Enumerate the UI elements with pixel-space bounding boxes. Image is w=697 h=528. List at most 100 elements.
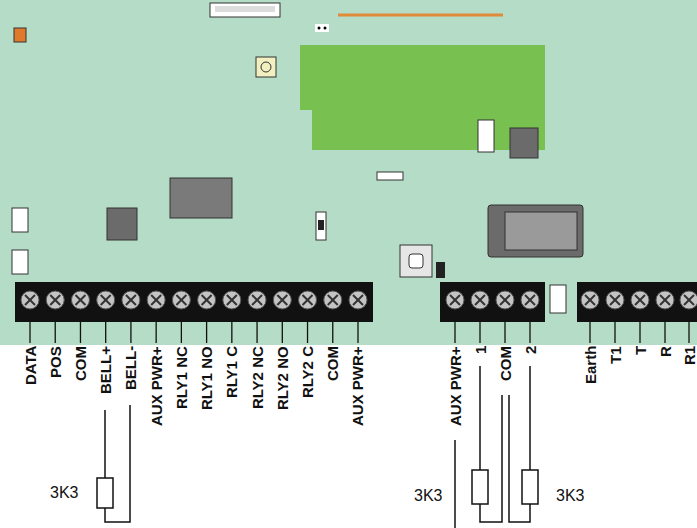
terminal-label: 1 (472, 346, 489, 354)
screw-head (122, 291, 140, 309)
ribbon-connector (210, 3, 280, 17)
wire (479, 366, 481, 470)
screw-slot (176, 295, 186, 305)
orange-trace (338, 14, 503, 17)
terminal-label: DATA (22, 346, 39, 385)
screw-slot (126, 295, 136, 305)
wire (104, 410, 106, 478)
leader-line (231, 322, 232, 343)
screw-head (71, 291, 89, 309)
tamper-button (261, 62, 271, 72)
screw-slot (610, 295, 620, 305)
header-connector (478, 120, 494, 152)
screw-head (680, 291, 697, 309)
leader-line (529, 322, 530, 343)
screw-slot (75, 295, 85, 305)
terminal-block (577, 282, 697, 322)
header-connector (12, 250, 28, 274)
screw-slot (151, 295, 161, 305)
leader-line (206, 322, 207, 343)
pcb-board (0, 0, 697, 345)
terminal-label: COM (324, 346, 341, 381)
slide-switch (316, 212, 326, 240)
screw-head (223, 291, 241, 309)
leader-line (332, 322, 333, 343)
screw-slot (252, 295, 262, 305)
terminal-label: RLY2 NC (249, 346, 266, 409)
push-button (400, 245, 432, 277)
screw-head (46, 291, 64, 309)
jumper (315, 24, 329, 32)
leader-line (155, 322, 156, 343)
terminal-label: AUX PWR+ (148, 346, 165, 426)
leader-line (282, 322, 283, 343)
screw-slot (525, 295, 535, 305)
terminal-label: 2 (522, 346, 539, 354)
slide-knob (318, 220, 324, 230)
screw-slot (500, 295, 510, 305)
screw-slot (610, 295, 620, 305)
screw-head (631, 291, 649, 309)
terminal-label: R1 (681, 346, 697, 365)
connector-slot (215, 6, 275, 12)
leader-line (307, 322, 308, 343)
screw-slot (585, 295, 595, 305)
header-connector (12, 208, 28, 232)
jumper (377, 172, 403, 180)
leader-line (504, 322, 505, 343)
screw-slot (684, 295, 694, 305)
screw-slot (227, 295, 237, 305)
leader-line (357, 322, 358, 343)
relay-top (505, 212, 577, 250)
screw-slot (660, 295, 670, 305)
screw-slot (176, 295, 186, 305)
screw-slot (660, 295, 670, 305)
leader-line (80, 322, 81, 343)
terminal-label: BELL+ (97, 346, 114, 394)
screw-slot (202, 295, 212, 305)
button-cap (409, 254, 423, 268)
screw-head (299, 291, 317, 309)
processor-chip (170, 178, 232, 218)
leader-line (130, 322, 131, 343)
screw-head (172, 291, 190, 309)
screw-slot (277, 295, 287, 305)
screw-slot (585, 295, 595, 305)
screw-head (147, 291, 165, 309)
relay (488, 205, 583, 257)
screw-head (521, 291, 539, 309)
screw-head (446, 291, 464, 309)
screw-head (21, 291, 39, 309)
screw-head (198, 291, 216, 309)
resistor-symbol (97, 478, 113, 508)
tamper-switch (256, 57, 276, 77)
screw-slot (475, 295, 485, 305)
screw-slot (227, 295, 237, 305)
screw-slot (75, 295, 85, 305)
screw-slot (475, 295, 485, 305)
screw-head (471, 291, 489, 309)
leader-line (688, 322, 689, 343)
terminal-label: RLY1 NC (173, 346, 190, 409)
battery-connector (14, 28, 26, 42)
leader-line (479, 322, 480, 343)
screw-head (496, 291, 514, 309)
screw-head (656, 291, 674, 309)
resistor-value: 3K3 (50, 484, 78, 502)
screw-slot (101, 295, 111, 305)
screw-slot (101, 295, 111, 305)
wire (480, 395, 502, 522)
screw-slot (635, 295, 645, 305)
screw-slot (635, 295, 645, 305)
leader-line (664, 322, 665, 343)
screw-terminals (21, 291, 697, 309)
screw-slot (252, 295, 262, 305)
terminal-label: RLY2 NO (274, 346, 291, 410)
terminal-label: AUX PWR+ (349, 346, 366, 426)
terminal-label: RLY1 C (223, 346, 240, 398)
screw-slot (353, 295, 363, 305)
terminal-label: COM (72, 346, 89, 381)
terminal-label: BELL- (122, 346, 139, 390)
resistor-value: 3K3 (414, 487, 442, 505)
